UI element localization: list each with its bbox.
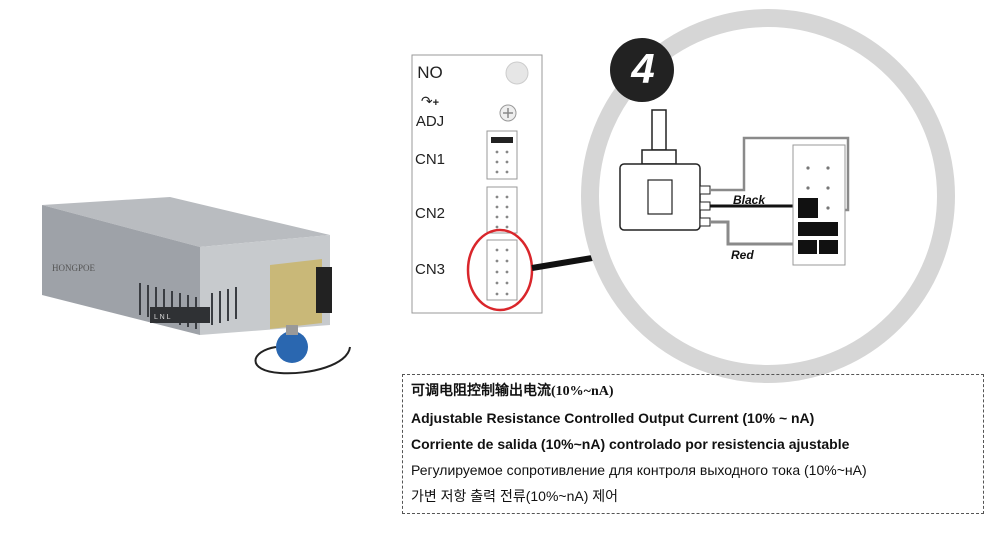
- panel-label-column: NO ↷+ ADJ CN1 CN2 CN3: [412, 55, 448, 313]
- label-adj: ADJ: [415, 113, 445, 130]
- connector-cn2: [486, 186, 518, 234]
- label-cn1: CN1: [414, 151, 445, 168]
- zoom-connector: [792, 144, 846, 266]
- description-ru: Регулируемое сопротивление для контроля …: [411, 462, 867, 478]
- step-badge: [610, 38, 674, 102]
- description-box: 可调电阻控制输出电流(10%~nA) Adjustable Resistance…: [402, 374, 984, 514]
- adj-rotate-icon: ↷+: [420, 93, 440, 109]
- label-red-wire: Red: [731, 248, 754, 262]
- label-cn3: CN3: [414, 261, 445, 278]
- power-supply-photo: HONGPOE L N L: [42, 197, 351, 375]
- step-number: 4: [631, 45, 655, 92]
- panel-outline: [411, 54, 543, 314]
- brand-label: HONGPOE: [52, 263, 96, 273]
- adj-plus-symbol: +: [432, 97, 440, 109]
- description-ko: 가변 저항 출력 전류(10%~nA) 제어: [411, 488, 619, 504]
- wire-red: [710, 220, 810, 246]
- connector-cn1: [486, 130, 518, 180]
- description-es: Corriente de salida (10%~nA) controlado …: [411, 436, 850, 452]
- label-black-wire: Black: [733, 193, 766, 207]
- connector-cn3: [486, 239, 518, 301]
- terminal-labels: L N L: [154, 314, 171, 321]
- label-no: NO: [417, 63, 443, 82]
- description-en: Adjustable Resistance Controlled Output …: [411, 410, 815, 426]
- label-cn2: CN2: [414, 205, 445, 222]
- indicator-led: [505, 61, 529, 85]
- highlight-circle: [466, 228, 534, 312]
- description-zh: 可调电阻控制输出电流(10%~nA): [411, 384, 614, 399]
